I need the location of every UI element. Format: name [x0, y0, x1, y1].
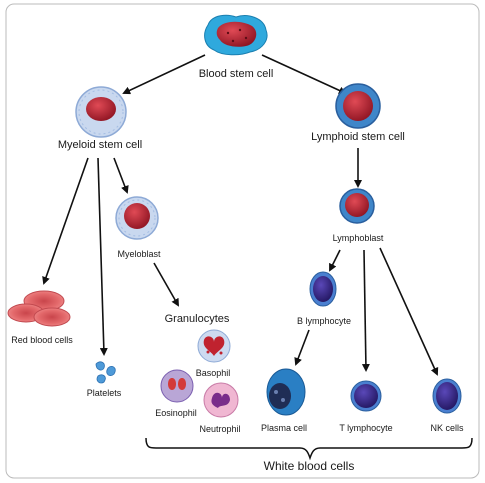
arrow-myeloid-to-platelets: [97, 157, 108, 356]
label-neutrophil: Neutrophil: [199, 424, 240, 434]
arrow-stem-to-myeloid: [122, 54, 206, 95]
label-white-blood-cells: White blood cells: [264, 459, 355, 473]
myeloid-stem-cell: [75, 86, 127, 138]
label-granulocytes: Granulocytes: [165, 313, 230, 325]
arrow-stem-to-lymphoid: [261, 54, 347, 95]
arrows: [42, 54, 439, 376]
label-myeloid-stem-cell: Myeloid stem cell: [58, 139, 142, 151]
arrow-lymphoblast-to-b: [329, 249, 341, 272]
plasma-cell: [266, 368, 306, 416]
nk-cell: [432, 378, 462, 414]
label-nk-cells: NK cells: [430, 423, 464, 433]
labels: Blood stem cell Myeloid stem cell Lympho…: [11, 68, 464, 473]
label-plasma-cell: Plasma cell: [261, 423, 307, 433]
arrow-b-to-plasma: [294, 329, 310, 366]
arrow-myeloblast-to-granulocytes: [153, 262, 179, 307]
lymphoid-stem-cell: [335, 83, 381, 129]
arrow-lymphoblast-to-t: [361, 249, 370, 372]
b-lymphocyte-cell: [309, 271, 337, 307]
label-red-blood-cells: Red blood cells: [11, 335, 73, 345]
label-eosinophil: Eosinophil: [155, 408, 197, 418]
basophil-cell: [197, 329, 231, 363]
label-blood-stem-cell: Blood stem cell: [199, 68, 274, 80]
label-platelets: Platelets: [87, 388, 122, 398]
label-basophil: Basophil: [196, 368, 231, 378]
label-myeloblast: Myeloblast: [117, 249, 161, 259]
blood-stem-cell: [204, 14, 268, 56]
lymphoblast-cell: [339, 188, 375, 224]
arrow-lymphoblast-to-nk: [379, 247, 439, 376]
neutrophil-cell: [203, 382, 239, 418]
label-lymphoblast: Lymphoblast: [333, 233, 384, 243]
label-lymphoid-stem-cell: Lymphoid stem cell: [311, 131, 405, 143]
label-b-lymphocyte: B lymphocyte: [297, 316, 351, 326]
t-lymphocyte-cell: [350, 380, 382, 412]
arrow-myeloid-to-rbc: [42, 157, 89, 285]
myeloblast-cell: [115, 196, 159, 240]
white-blood-cells-brace: [145, 437, 473, 461]
eosinophil-cell: [160, 369, 194, 403]
platelets: [95, 361, 116, 384]
label-t-lymphocyte: T lymphocyte: [339, 423, 392, 433]
arrow-myeloid-to-myeloblast: [113, 157, 129, 194]
frame-border: [5, 3, 480, 479]
red-blood-cells: [7, 290, 71, 327]
